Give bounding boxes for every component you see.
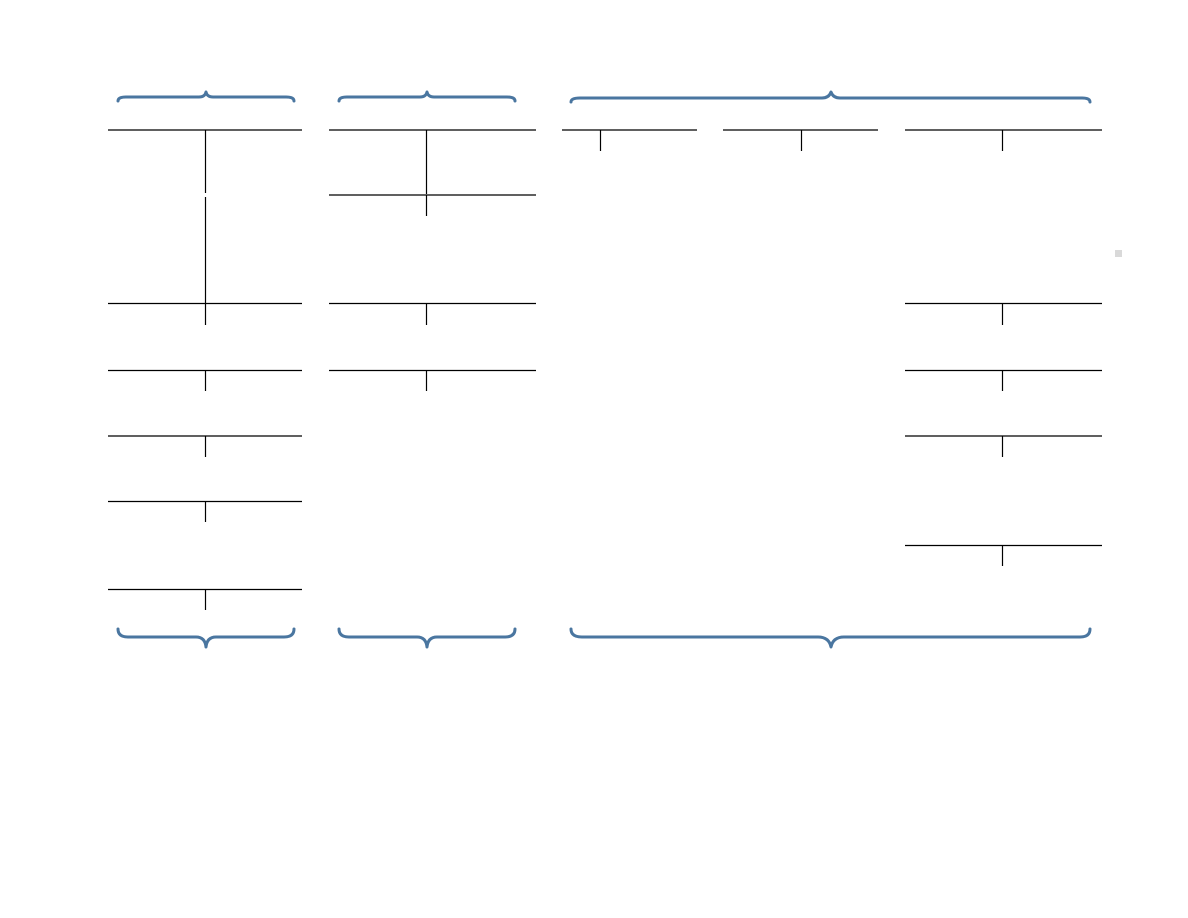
group-left-bottom-brace [116, 627, 296, 649]
t-account [905, 369, 1102, 391]
group-left-t-accounts [108, 129, 302, 610]
group-right-bottom-brace [569, 627, 1092, 649]
t-account [723, 129, 878, 151]
t-account [108, 588, 302, 610]
t-account [905, 302, 1102, 325]
square-marker-icon [1115, 250, 1122, 257]
t-account [329, 194, 536, 216]
t-account [108, 435, 302, 457]
group-middle-top-brace [337, 90, 517, 103]
group-middle-bottom-brace [337, 627, 517, 649]
group-left-top-brace [116, 90, 296, 103]
t-account [108, 129, 302, 303]
t-account [905, 435, 1102, 457]
t-account [329, 129, 536, 194]
t-account [562, 129, 697, 151]
group-middle [329, 90, 536, 649]
t-account [329, 369, 536, 391]
group-right-top-brace [569, 90, 1092, 104]
group-right-t-accounts [562, 129, 1102, 566]
t-account [108, 369, 302, 391]
t-account [905, 544, 1102, 566]
group-middle-t-accounts [329, 129, 536, 391]
group-left [108, 90, 302, 649]
group-right [562, 90, 1102, 649]
t-account [905, 129, 1102, 151]
t-account [329, 302, 536, 325]
t-account [108, 500, 302, 522]
t-account [108, 302, 302, 325]
